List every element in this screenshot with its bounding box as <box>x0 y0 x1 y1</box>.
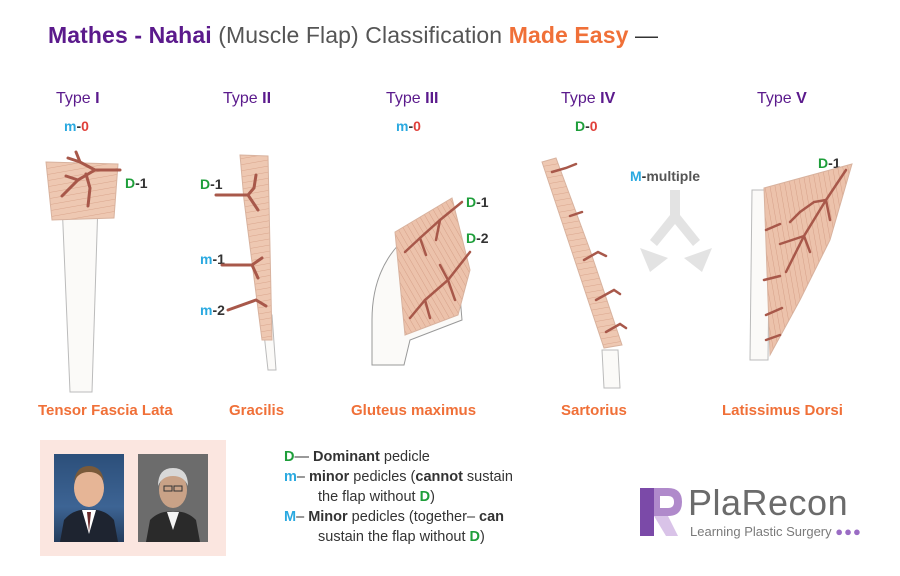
type-2-label: Type II <box>223 90 272 107</box>
type-5-label: Type V <box>757 90 807 107</box>
tensor-fascia-lata-illustration <box>45 150 122 393</box>
legend-minor: m– minor pedicles (cannot sustain <box>284 469 513 485</box>
multiple-pedicle-arrows <box>640 190 712 272</box>
type-2-dominant-pedicle-label: D-1 <box>200 176 223 192</box>
type-1-label: Type I <box>56 90 100 107</box>
sartorius-illustration <box>541 157 628 389</box>
type-1-dominant-pedicle-label: D-1 <box>125 175 148 191</box>
muscle-name-gluteus-maximus: Gluteus maximus <box>351 402 477 419</box>
type-4-dominant-pedicle-label: D-0 <box>575 118 598 134</box>
latissimus-dorsi-illustration <box>749 163 853 361</box>
type-2-minor-pedicle-1-label: m-1 <box>200 251 225 267</box>
type-1-minor-pedicle-label: m-0 <box>64 118 89 134</box>
plarecon-logo-text: PlaRecon <box>688 482 849 523</box>
author-photo-mathes <box>54 454 124 542</box>
pedicle-legend: D— Dominant pedicle m– minor pedicles (c… <box>284 447 513 547</box>
page-title: Mathes - Nahai (Muscle Flap) Classificat… <box>48 22 659 48</box>
type-3-label: Type III <box>386 90 439 107</box>
muscle-name-tensor-fascia-lata: Tensor Fascia Lata <box>38 402 173 419</box>
plarecon-tagline: Learning Plastic Surgery ●●● <box>690 524 862 539</box>
author-photo-nahai <box>138 454 208 542</box>
gracilis-illustration <box>214 154 277 371</box>
legend-dominant: D— Dominant pedicle <box>284 449 430 465</box>
muscle-name-sartorius: Sartorius <box>561 402 627 419</box>
muscle-name-gracilis: Gracilis <box>229 402 285 419</box>
type-3-dominant-pedicle-1-label: D-1 <box>466 194 489 210</box>
muscle-name-latissimus-dorsi: Latissimus Dorsi <box>722 402 843 419</box>
authors-photo-panel <box>40 440 226 556</box>
legend-major: M– Minor pedicles (together– can <box>284 509 505 525</box>
type-5-dominant-pedicle-label: D-1 <box>818 155 841 171</box>
type-5-major-pedicle-label: M-multiple <box>630 168 701 184</box>
muscle-illustrations <box>45 150 853 393</box>
type-3-dominant-pedicle-2-label: D-2 <box>466 230 489 246</box>
type-4-label: Type IV <box>561 90 616 107</box>
plarecon-logo-icon <box>640 488 682 536</box>
type-2-minor-pedicle-2-label: m-2 <box>200 302 225 318</box>
gluteus-maximus-illustration <box>371 197 472 366</box>
legend-minor-cont: the flap without D) <box>318 489 435 505</box>
type-3-minor-pedicle-label: m-0 <box>396 118 421 134</box>
legend-major-cont: sustain the flap without D) <box>318 529 485 545</box>
